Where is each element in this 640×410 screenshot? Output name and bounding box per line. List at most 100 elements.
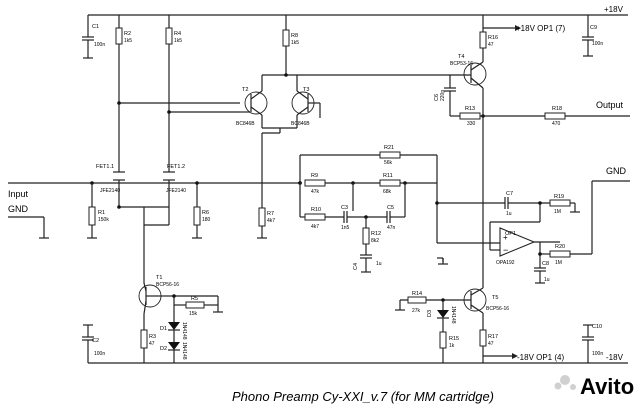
c8-ref: C8	[542, 261, 549, 267]
svg-text:−: −	[503, 245, 508, 255]
transistor-t4: T4 BCP53-16	[450, 54, 487, 89]
r20-ref: R20	[555, 244, 565, 250]
c7-ref: C7	[506, 191, 513, 197]
resistor-r19: R19 1M	[549, 194, 580, 215]
resistor-r8: R8 1k5	[282, 15, 299, 75]
t3-value: BC846B	[291, 121, 310, 127]
r11-value: 68k	[383, 189, 392, 195]
r12-ref: R12	[371, 231, 381, 237]
d2-ref: D2	[160, 346, 167, 352]
capacitor-c3: C3 1n5	[341, 205, 350, 231]
r5-value: 15k	[189, 311, 198, 317]
r13-ref: R13	[465, 106, 475, 112]
t3-ref: T3	[303, 87, 309, 93]
c6-ref: C6	[434, 94, 440, 101]
t4-ref: T4	[458, 54, 464, 60]
r2-ref: R2	[124, 31, 131, 37]
d1-ref: D1	[160, 326, 167, 332]
resistor-r21: R21 56k	[379, 145, 401, 166]
resistor-r13: R13 330	[459, 106, 481, 127]
t2-ref: T2	[242, 87, 248, 93]
r16-ref: R16	[488, 35, 498, 41]
fet1-1-value: JFE2140	[100, 188, 120, 194]
d2-value: 1N4148	[181, 342, 187, 360]
resistor-r11: R11 68k	[379, 173, 401, 195]
c5-ref: C5	[387, 205, 394, 211]
r10-value: 4k7	[311, 224, 319, 230]
rail-top-label: +18V	[604, 5, 624, 14]
resistor-r9: R9 47k	[304, 173, 326, 195]
resistor-r2: R2 1k5	[115, 15, 132, 165]
fet1-2-ref: FET1.2	[167, 164, 185, 170]
r2-value: 1k5	[124, 38, 132, 44]
r21-value: 56k	[384, 160, 393, 166]
r14-value: 27k	[412, 308, 421, 314]
capacitor-c5: C5 47n	[386, 205, 396, 231]
capacitor-c10: C10 100n	[582, 324, 603, 363]
r3-value: 47	[149, 341, 155, 347]
resistor-r12: R12 8k2	[362, 217, 381, 255]
r9-ref: R9	[311, 173, 318, 179]
r1-ref: R1	[98, 210, 105, 216]
opamp-op1: + − OP1 OPA192	[496, 227, 536, 266]
gnd-right-label: GND	[606, 166, 627, 176]
c10-value: 100n	[592, 351, 603, 357]
c6-value: 220p	[440, 90, 446, 101]
fet1-1-ref: FET1.1	[96, 164, 114, 170]
jfet-fet1-2: FET1.2 JFE2140	[163, 164, 186, 225]
diode-d3: D3 1N4148	[427, 300, 456, 332]
resistor-r18: R18 470	[544, 106, 566, 127]
r12-value: 8k2	[371, 238, 379, 244]
r11-ref: R11	[383, 173, 393, 179]
watermark-text: Avito	[580, 374, 634, 399]
watermark: Avito	[554, 374, 634, 399]
t2-value: BC846B	[236, 121, 255, 127]
transistor-t2: T2 BC846B	[236, 75, 268, 128]
c3-ref: C3	[341, 205, 348, 211]
rail-bottom-opamp-label: -18V OP1 (4)	[517, 353, 564, 362]
capacitor-c2: C2 100n	[82, 324, 105, 363]
r5-ref: R5	[191, 296, 198, 302]
c4-value: 1u	[376, 261, 382, 267]
resistor-r16: R16 47	[479, 28, 498, 62]
transistor-t3: T3 BC846B	[291, 75, 315, 128]
capacitor-c1: C1 100n	[82, 15, 105, 59]
r18-ref: R18	[552, 106, 562, 112]
r6-value: 180	[202, 217, 211, 223]
r9-value: 47k	[311, 189, 320, 195]
op1-ref: OP1	[505, 231, 516, 237]
c9-ref: C9	[590, 25, 597, 31]
capacitor-c4: C4 1u	[353, 254, 382, 273]
r8-ref: R8	[291, 33, 298, 39]
rail-bottom-label: -18V	[606, 353, 624, 362]
r7-ref: R7	[267, 211, 274, 217]
op1-value: OPA192	[496, 260, 515, 266]
r1-value: 150k	[98, 217, 109, 223]
r18-value: 470	[552, 121, 561, 127]
r6-ref: R6	[202, 210, 209, 216]
power-rails: +18V -18V +18V OP1 (7) -18V OP1 (4)	[88, 5, 628, 364]
r13-value: 330	[467, 121, 476, 127]
jfet-fet1-1: FET1.1 JFE2140	[96, 164, 125, 207]
r15-value: 1k	[449, 343, 455, 349]
input-port-label: Input	[8, 189, 29, 199]
c1-value: 100n	[94, 42, 105, 48]
c7-value: 1u	[506, 211, 512, 217]
t1-value: BCP56-16	[156, 282, 179, 288]
c9-value: 100n	[592, 41, 603, 47]
t5-ref: T5	[492, 295, 498, 301]
capacitor-c9: C9 100n	[582, 15, 603, 57]
d1-value: 1N4148	[181, 322, 187, 340]
c2-value: 100n	[94, 351, 105, 357]
r21-ref: R21	[384, 145, 394, 151]
resistor-r7: R7 4k7	[257, 207, 275, 239]
t4-value: BCP53-16	[450, 61, 473, 67]
capacitor-c6: C6 220p	[434, 87, 456, 116]
c4-ref: C4	[353, 263, 359, 270]
r4-value: 1k5	[174, 38, 182, 44]
capacitor-c8: C8 1u	[534, 261, 550, 284]
resistor-r17: R17 47	[479, 313, 498, 352]
c10-ref: C10	[592, 324, 602, 330]
r16-value: 47	[488, 42, 494, 48]
